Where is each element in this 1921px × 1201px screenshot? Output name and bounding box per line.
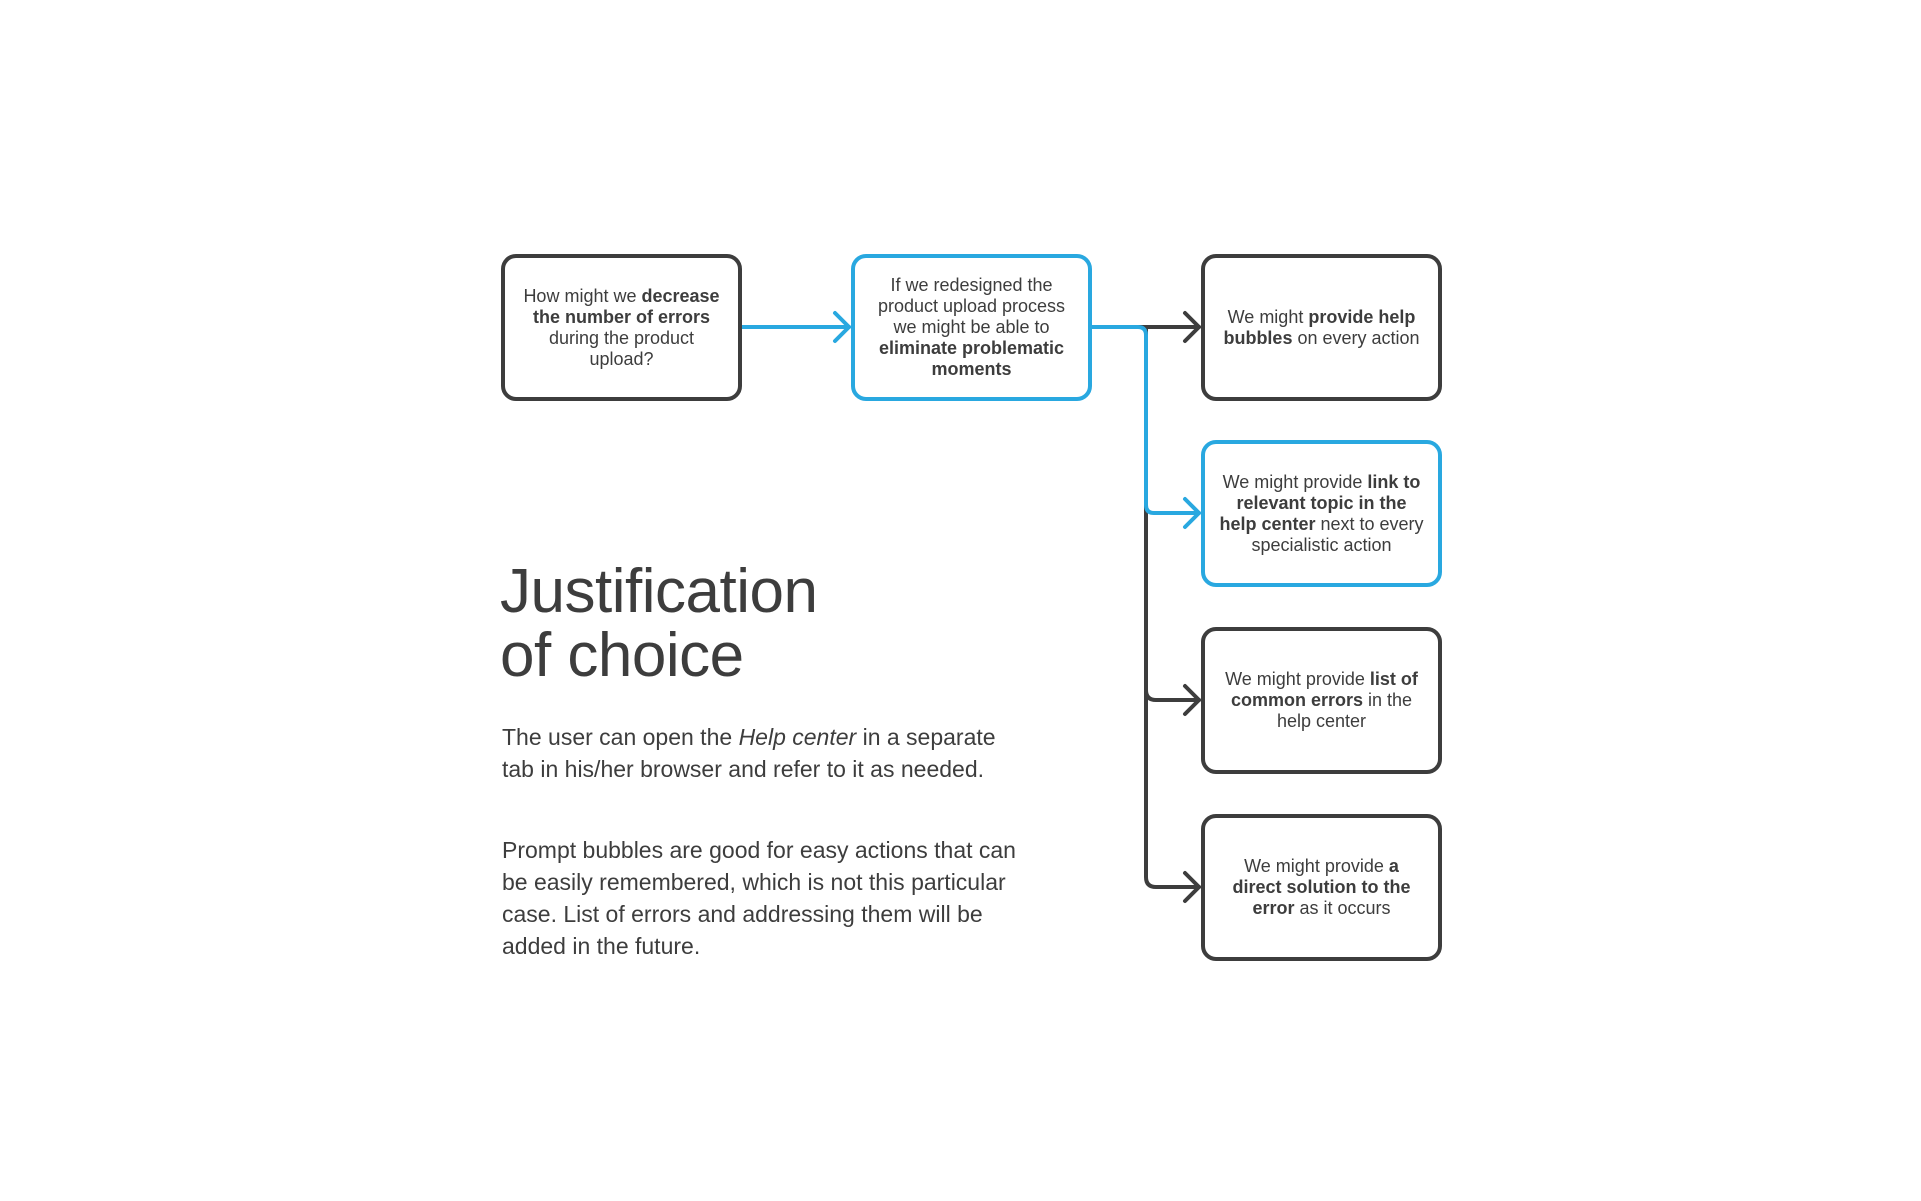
hypothesis-box: If we redesigned the product upload proc… <box>851 254 1092 401</box>
box-text: We might provide <box>1222 471 1368 492</box>
box-bold-text: a direct solution to the error <box>1232 856 1411 918</box>
box-text: How might we <box>523 285 642 306</box>
box-text: We might <box>1227 306 1309 327</box>
box-text: If we redesigned the product upload proc… <box>877 275 1066 337</box>
paragraph-italic-text: Help center <box>738 724 857 750</box>
paragraph-text: The user can open the <box>502 724 739 750</box>
box-bold-text: eliminate problematic moments <box>878 338 1065 379</box>
option-direct-solution-box: We might provide a direct solution to th… <box>1201 814 1442 961</box>
justification-paragraph-2: Prompt bubbles are good for easy actions… <box>502 837 1016 959</box>
box-bold-text: decrease the number of errors <box>532 285 720 327</box>
box-text: on every action <box>1292 327 1420 348</box>
box-text: next to every specialistic action <box>1251 513 1424 555</box>
title-line: Justification <box>500 557 818 626</box>
paragraph-text: in a separate tab in his/her browser and… <box>502 724 996 782</box>
box-text: as it occurs <box>1294 898 1391 918</box>
box-bold-text: link to relevant topic in the help cente… <box>1219 471 1421 534</box>
option-help-center-link-box: We might provide link to relevant topic … <box>1201 440 1442 587</box>
box-text: during the product upload? <box>548 327 695 369</box>
box-bold-text: provide help bubbles <box>1223 306 1416 348</box>
justification-paragraph-1: The user can open the Help center in a s… <box>502 721 1022 785</box>
box-bold-text: list of common errors <box>1230 669 1418 710</box>
box-text: We might provide <box>1225 669 1370 689</box>
option-common-errors-box: We might provide list of common errors i… <box>1201 627 1442 774</box>
option-help-bubbles-box: We might provide help bubbles on every a… <box>1201 254 1442 401</box>
connector-blue <box>739 311 1201 529</box>
connector-dark <box>1090 311 1201 903</box>
box-text: in the help center <box>1276 690 1413 731</box>
box-text: We might provide <box>1244 856 1389 876</box>
hmw-question-box: How might we decrease the number of erro… <box>501 254 742 401</box>
title-line: of choice <box>500 621 744 690</box>
